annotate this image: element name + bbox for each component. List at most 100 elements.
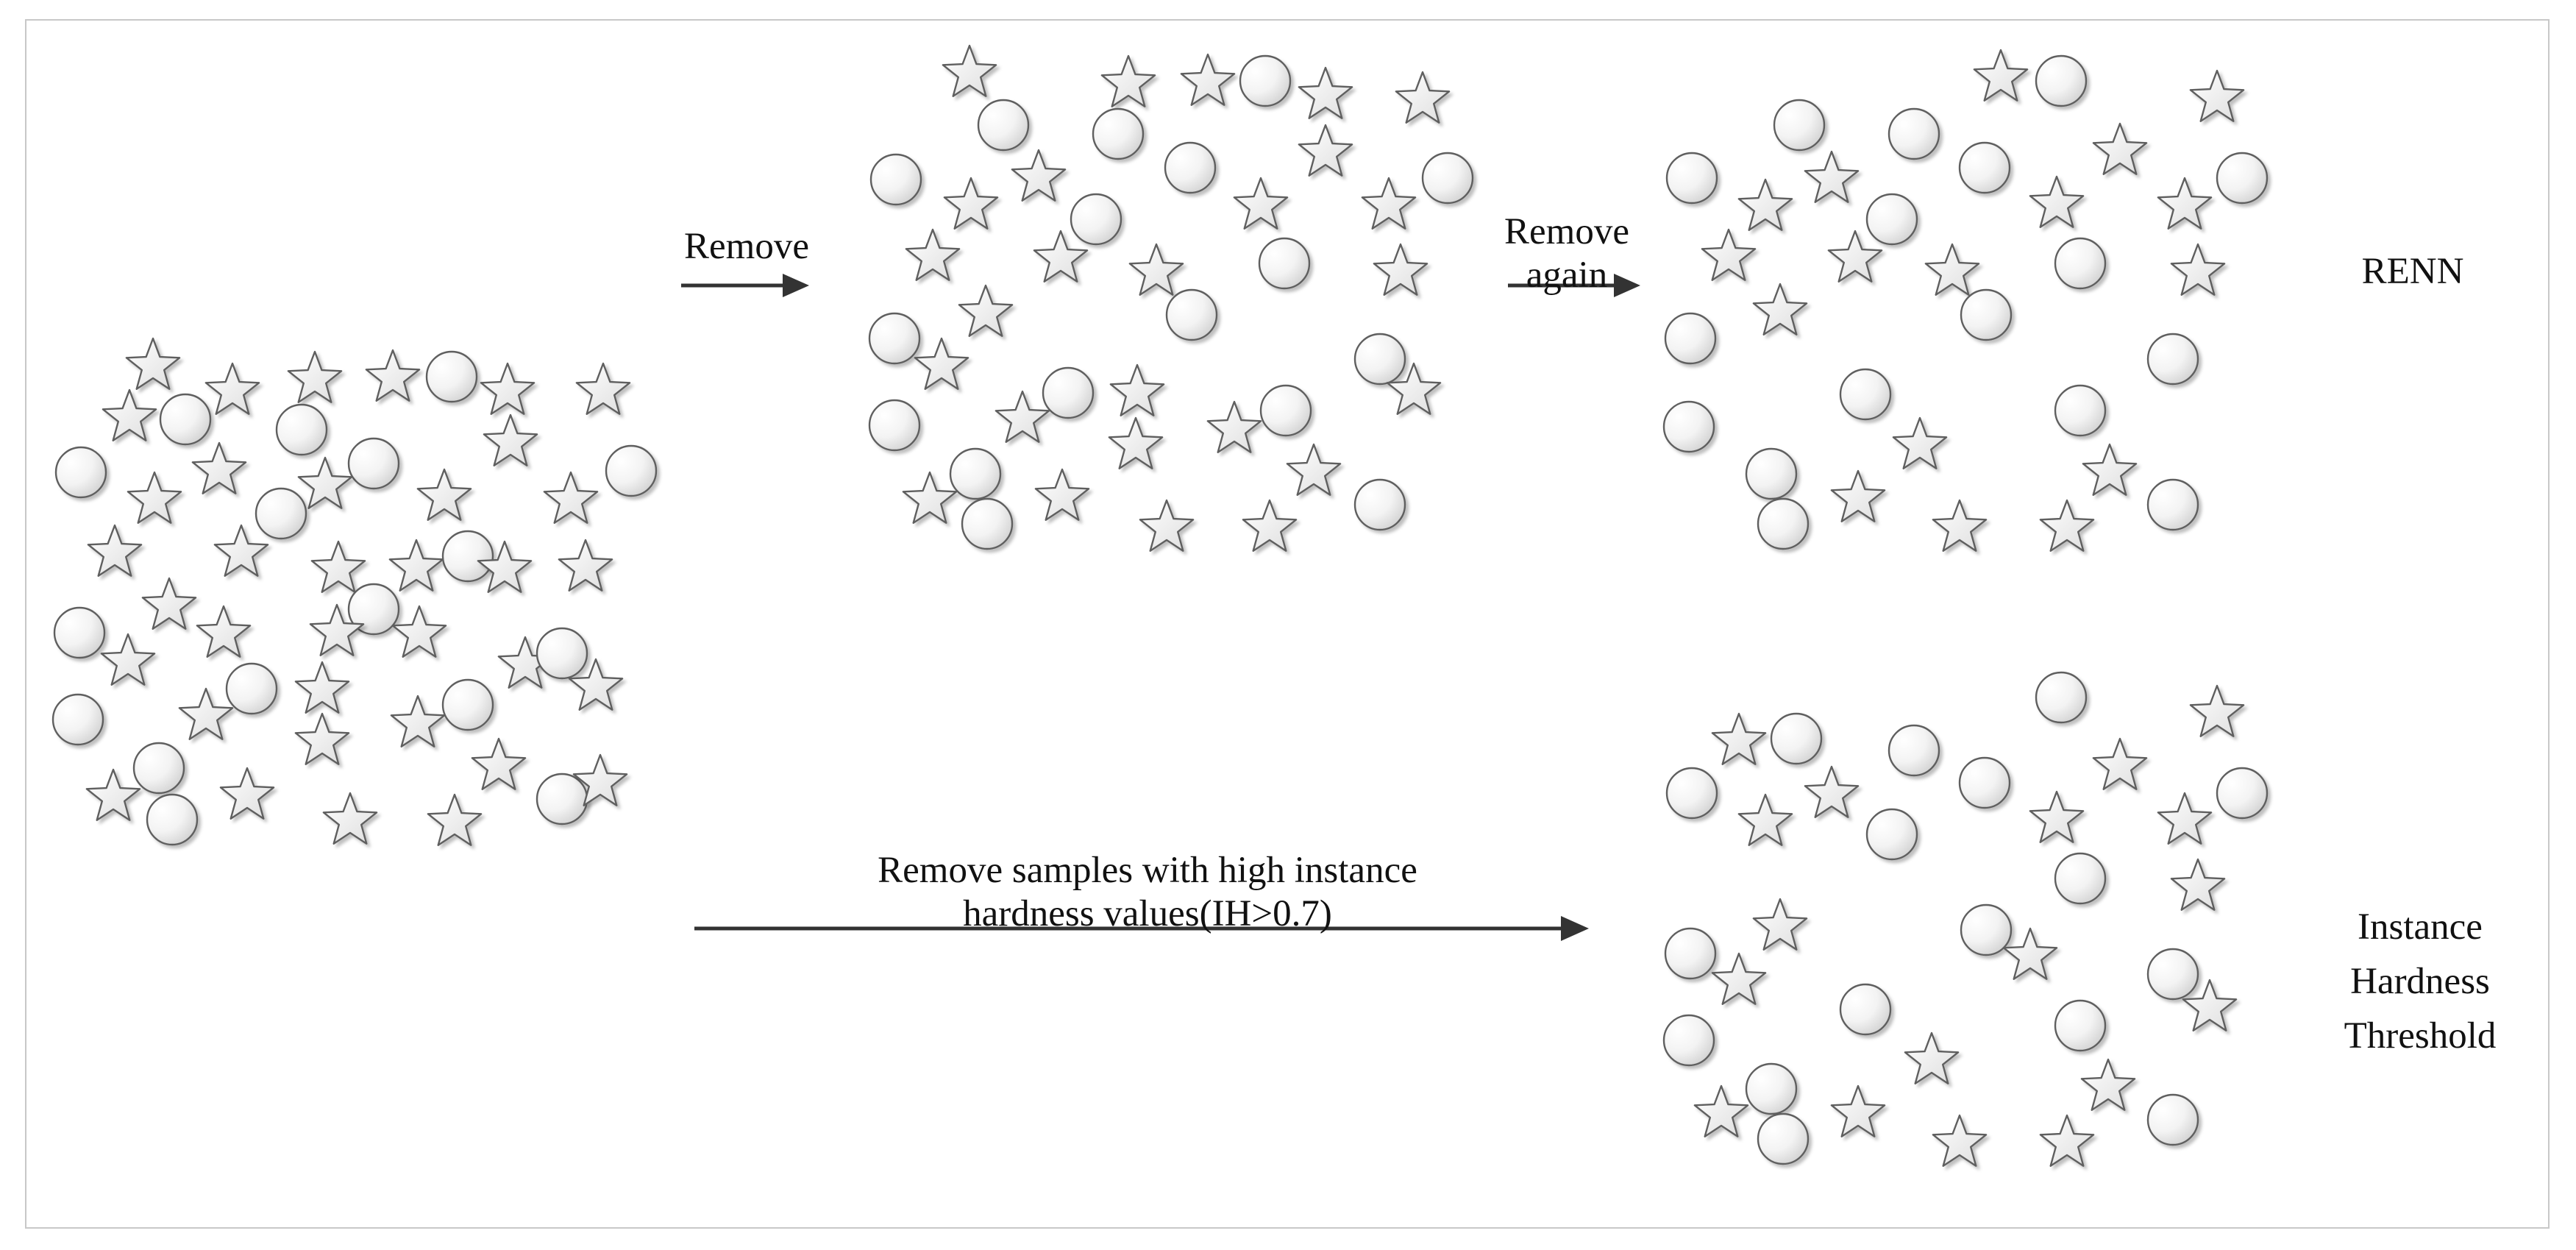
circle-sample-icon [441, 530, 494, 583]
star-sample-icon [1298, 66, 1353, 119]
circle-sample-icon [146, 793, 199, 846]
star-sample-icon [1033, 230, 1089, 283]
star-sample-icon [2029, 790, 2085, 843]
circle-sample-icon [1770, 712, 1823, 765]
star-sample-icon [191, 441, 247, 494]
star-sample-icon [471, 737, 527, 790]
circle-sample-icon [53, 606, 106, 659]
circle-sample-icon [425, 350, 478, 403]
remove-label: Remove [662, 225, 831, 269]
circle-sample-icon [1662, 1014, 1715, 1067]
circle-sample-icon [977, 99, 1030, 152]
star-sample-icon [1711, 712, 1767, 765]
circle-sample-icon [159, 393, 212, 446]
star-sample-icon [1361, 177, 1417, 230]
remove-arrow [681, 274, 809, 297]
star-sample-icon [914, 337, 969, 390]
circle-sample-icon [1092, 107, 1145, 160]
star-sample-icon [958, 284, 1014, 337]
star-sample-icon [480, 362, 536, 415]
remove-again-label: Remove again [1471, 166, 1662, 298]
star-sample-icon [1180, 53, 1236, 106]
circle-sample-icon [2146, 1093, 2199, 1146]
circle-sample-icon [2054, 999, 2107, 1052]
star-sample-icon [1804, 150, 1860, 203]
star-sample-icon [100, 633, 156, 686]
star-sample-icon [1206, 400, 1262, 453]
circle-sample-icon [1070, 193, 1122, 246]
star-sample-icon [365, 349, 421, 402]
star-sample-icon [1752, 283, 1808, 335]
star-sample-icon [2182, 979, 2238, 1031]
star-sample-icon [575, 362, 631, 415]
threshold-label: Remove samples with high instance hardne… [736, 805, 1559, 937]
star-sample-icon [390, 695, 446, 747]
star-sample-icon [1701, 228, 1757, 281]
star-sample-icon [87, 524, 143, 577]
star-sample-icon [1924, 243, 1980, 296]
star-sample-icon [1973, 49, 2029, 102]
star-sample-icon [558, 539, 613, 592]
star-sample-icon [322, 792, 378, 845]
circle-sample-icon [1664, 927, 1717, 980]
star-sample-icon [942, 44, 997, 97]
star-sample-icon [2039, 499, 2095, 552]
star-sample-icon [1932, 499, 1988, 552]
renn-second-pass-cluster [1662, 49, 2269, 552]
star-sample-icon [2189, 684, 2245, 737]
circle-sample-icon [1745, 1062, 1798, 1115]
diagram-frame [25, 19, 2550, 1229]
star-sample-icon [1011, 149, 1067, 202]
remove-label-text: Remove [684, 226, 809, 267]
circle-sample-icon [1665, 152, 1718, 205]
circle-sample-icon [868, 312, 921, 365]
star-sample-icon [1108, 416, 1164, 469]
star-sample-icon [543, 471, 599, 524]
circle-sample-icon [868, 399, 921, 452]
star-sample-icon [1100, 54, 1156, 107]
circle-sample-icon [536, 627, 588, 680]
circle-sample-icon [1865, 808, 1918, 861]
threshold-arrow [694, 916, 1589, 941]
circle-sample-icon [1259, 384, 1312, 437]
circle-sample-icon [347, 437, 400, 490]
star-sample-icon [1737, 793, 1793, 846]
remove-again-arrow [1508, 274, 1640, 297]
circle-sample-icon [2146, 333, 2199, 386]
circle-sample-icon [2146, 478, 2199, 531]
circle-sample-icon [255, 487, 307, 540]
circle-sample-icon [1165, 288, 1218, 341]
star-sample-icon [905, 228, 961, 281]
star-sample-icon [141, 577, 197, 630]
circle-sample-icon [2216, 152, 2269, 205]
star-sample-icon [1827, 230, 1883, 283]
circle-sample-icon [1773, 99, 1826, 152]
star-sample-icon [2157, 792, 2213, 845]
star-sample-icon [102, 388, 157, 441]
circle-sample-icon [2216, 767, 2269, 820]
star-sample-icon [1128, 243, 1184, 296]
star-sample-icon [995, 390, 1050, 443]
circle-sample-icon [132, 742, 185, 795]
circle-sample-icon [536, 773, 588, 825]
star-sample-icon [1830, 1084, 1886, 1137]
circle-sample-icon [1258, 237, 1311, 290]
star-sample-icon [568, 658, 624, 711]
star-sample-icon [178, 687, 234, 740]
star-sample-icon [943, 177, 999, 230]
star-sample-icon [2080, 1058, 2136, 1111]
circle-sample-icon [2054, 852, 2107, 905]
star-sample-icon [2170, 858, 2226, 911]
renn-method-label-text: RENN [2361, 251, 2464, 292]
star-sample-icon [2170, 243, 2226, 296]
star-sample-icon [2092, 122, 2148, 175]
circle-sample-icon [1887, 724, 1940, 777]
star-sample-icon [2082, 443, 2138, 496]
renn-method-label: RENN [2324, 250, 2501, 294]
star-sample-icon [213, 524, 269, 577]
star-sample-icon [2157, 177, 2213, 230]
circle-sample-icon [2054, 237, 2107, 290]
circle-sample-icon [1662, 400, 1715, 453]
star-sample-icon [1286, 443, 1342, 496]
star-sample-icon [204, 362, 260, 415]
